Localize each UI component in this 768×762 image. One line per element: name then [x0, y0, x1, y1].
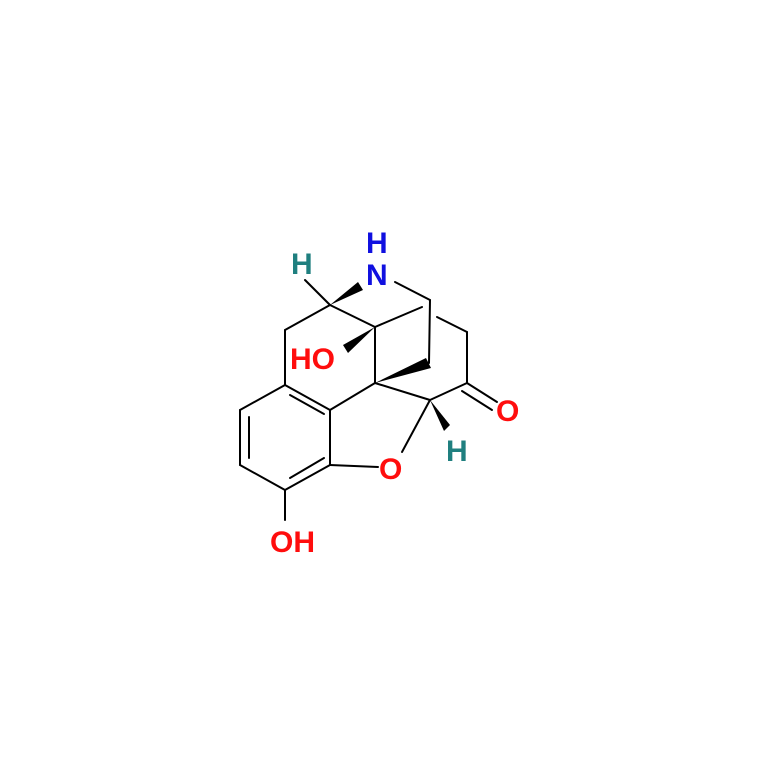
atom-label-ho: HO [290, 343, 335, 376]
bond [304, 279, 331, 306]
bond [329, 304, 376, 328]
bond [436, 316, 468, 333]
bond [289, 394, 325, 415]
wedge-bond [343, 327, 375, 353]
atom-label-h: H [366, 227, 388, 260]
bond [239, 464, 286, 491]
bond [394, 281, 431, 301]
wedge-bond [330, 282, 363, 305]
bond [374, 382, 431, 401]
atom-label-oh: OH [270, 526, 315, 559]
bond [429, 382, 468, 401]
atom-label-o: O [496, 395, 519, 428]
bond [239, 384, 286, 411]
wedge-bond [430, 400, 450, 431]
bond [461, 390, 493, 411]
wedge-bonds [330, 282, 450, 431]
wedge-bond [375, 358, 431, 383]
bonds [239, 279, 498, 521]
bond [289, 457, 325, 479]
atom-label-h: H [291, 248, 313, 281]
bond [284, 384, 331, 411]
atom-labels: H H N HO O H O OH [270, 227, 519, 559]
atom-label-h: H [446, 435, 468, 468]
bond [466, 382, 498, 403]
bond [329, 382, 376, 411]
atom-label-o: O [379, 453, 402, 486]
bond [428, 299, 431, 364]
bond [329, 464, 379, 468]
bond [284, 304, 331, 331]
bond [374, 306, 423, 328]
bond [401, 399, 431, 453]
atom-label-n: N [366, 259, 388, 292]
bond [284, 464, 331, 491]
